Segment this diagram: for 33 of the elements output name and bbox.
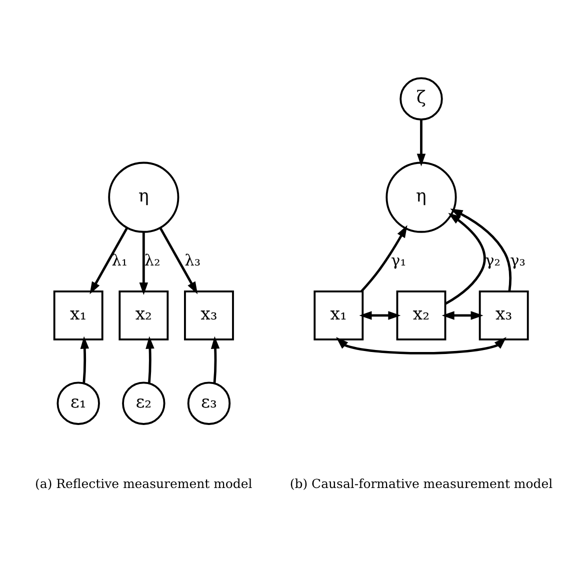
node-circle: ε₃ xyxy=(187,381,231,424)
edge-label: λ₁ xyxy=(112,250,128,269)
arrow xyxy=(139,232,148,295)
label: (a) Reflective measurement model xyxy=(35,475,252,490)
arrow xyxy=(444,212,486,304)
edge-label: γ₃ xyxy=(510,250,526,269)
arrow xyxy=(90,226,128,294)
node-box: x₁ xyxy=(314,290,364,340)
arrow xyxy=(210,336,220,383)
edge-label: γ₁ xyxy=(391,250,406,269)
edge-label: λ₂ xyxy=(144,250,160,269)
arrow xyxy=(442,310,484,320)
label: (b) Causal-formative measurement model xyxy=(290,475,553,490)
arrow xyxy=(416,119,426,166)
node-circle: ζ xyxy=(400,76,443,120)
arrow xyxy=(159,226,198,294)
arrow xyxy=(336,336,506,354)
node-box: x₂ xyxy=(396,290,446,340)
node-circle: ε₁ xyxy=(56,381,100,424)
arrow xyxy=(80,336,90,383)
node-circle: η xyxy=(386,161,457,232)
node-circle: ε₂ xyxy=(122,381,166,424)
edge-label: λ₃ xyxy=(184,250,201,269)
node-box: x₃ xyxy=(184,290,234,340)
node-box: x₂ xyxy=(118,290,169,340)
edge-label: γ₂ xyxy=(485,250,500,269)
arrow xyxy=(359,310,401,320)
node-box: x₁ xyxy=(53,290,104,340)
node-circle: η xyxy=(108,161,180,232)
arrow xyxy=(146,336,154,383)
arrow xyxy=(360,224,408,292)
node-box: x₃ xyxy=(478,290,529,340)
arrow xyxy=(450,208,512,291)
